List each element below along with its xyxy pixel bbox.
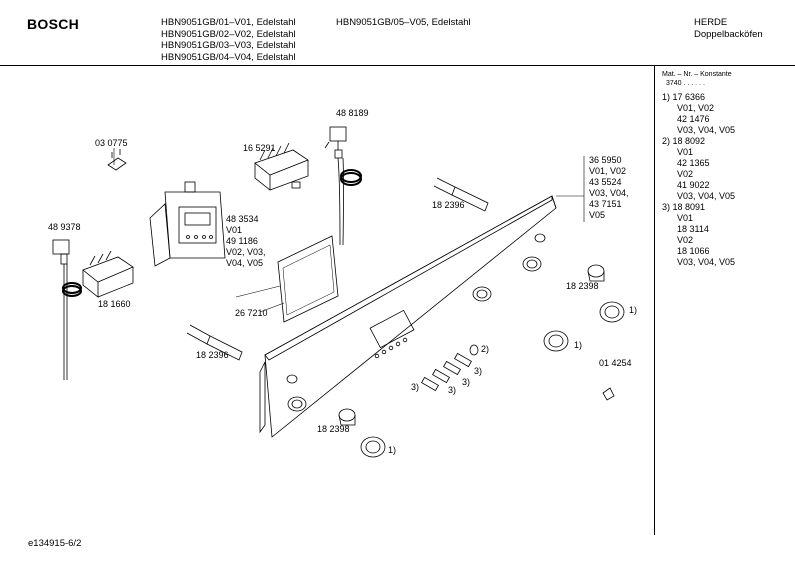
ref-note-2: 2) [481,344,490,354]
model-list-col2: HBN9051GB/05–V05, Edelstahl [336,17,471,29]
label-line: V02, V03, [226,247,266,257]
category: HERDE [694,17,728,28]
label-line: V05 [589,210,606,220]
list-item: V01 [677,213,694,223]
brand-logo: BOSCH [27,16,80,32]
part-48-8189 [324,126,362,246]
ref-note-1: 1) [574,340,583,350]
ref-note-3: 3) [448,385,457,395]
list-item: V03, V04, V05 [677,191,736,201]
model-list-col1: HBN9051GB/01–V01, Edelstahl HBN9051GB/02… [161,17,296,63]
ref-note-3: 3) [474,366,483,376]
label-16-5291: 16 5291 [243,143,276,153]
label-line: 36 5950 [589,155,622,165]
label-line: V01, V02 [589,166,627,176]
ref-note-3: 3) [411,382,420,392]
part-03-0775 [107,149,127,171]
list-item: V02 [677,169,694,179]
sidebar-parts-list: 1) 17 6366 V01, V02 42 1476 V03, V04, V0… [662,92,735,268]
ref-note-3: 3) [462,377,471,387]
part-18-2398-top [587,264,605,282]
part-01-4254 [602,387,615,401]
label-line: V01 [226,225,243,235]
label-03-0775: 03 0775 [95,138,128,148]
label-line: 43 5524 [589,177,622,187]
model-line: HBN9051GB/05–V05, Edelstahl [336,17,471,28]
list-item: 1) 17 6366 [662,92,706,102]
label-36-5950-group: 36 5950 V01, V02 43 5524 V03, V04, 43 71… [589,155,629,221]
sidebar-heading-sub: 3740 . . . . . . [666,80,705,87]
label-line: 43 7151 [589,199,622,209]
list-item: 18 1066 [677,246,710,256]
label-line: 48 3534 [226,214,259,224]
part-18-2396-left [186,324,243,361]
label-48-9378: 48 9378 [48,222,81,232]
part-16-5291 [254,142,309,191]
list-item: 42 1365 [677,158,710,168]
label-18-2396-left: 18 2396 [196,350,229,360]
knob-center [543,330,569,352]
label-01-4254: 01 4254 [599,358,632,368]
part-48-9378 [52,239,82,380]
part-18-2396-right [433,177,489,212]
label-48-8189: 48 8189 [336,108,369,118]
model-line: HBN9051GB/01–V01, Edelstahl [161,17,296,28]
subcategory: Doppelbacköfen [694,28,763,40]
knob-bottom [360,436,386,458]
part-26-7210 [277,235,339,323]
ref-note-1: 1) [629,305,638,315]
label-18-1660: 18 1660 [98,299,131,309]
ref-note-1: 1) [388,445,397,455]
control-panel [259,195,557,438]
document-code: e134915-6/2 [28,538,82,549]
label-26-7210: 26 7210 [235,308,268,318]
header-divider [0,65,795,66]
push-buttons [421,344,479,392]
knob-right [599,301,625,323]
sidebar-heading: Mat. – Nr. – Konstante [662,71,732,78]
exploded-view-drawing [52,126,625,458]
part-18-1660 [82,250,134,298]
list-item: V03, V04, V05 [677,257,736,267]
label-line: V03, V04, [589,188,629,198]
part-18-2398-bottom [338,408,356,426]
category-block: HERDE Doppelbacköfen [694,17,763,40]
list-item: 3) 18 8091 [662,202,706,212]
list-item: V02 [677,235,694,245]
label-line: V04, V05 [226,258,264,268]
list-item: V03, V04, V05 [677,125,736,135]
label-18-2398-bottom: 18 2398 [317,424,350,434]
sidebar-divider [654,65,655,535]
list-item: V01 [677,147,694,157]
list-item: 2) 18 8092 [662,136,706,146]
model-line: HBN9051GB/03–V03, Edelstahl [161,40,296,51]
label-18-2398-top: 18 2398 [566,281,599,291]
model-line: HBN9051GB/04–V04, Edelstahl [161,51,296,63]
model-line: HBN9051GB/02–V02, Edelstahl [161,28,296,40]
list-item: 18 3114 [677,224,709,234]
part-48-3534 [149,181,226,267]
list-item: V01, V02 [677,103,715,113]
label-18-2396-right: 18 2396 [432,200,465,210]
list-item: 42 1476 [677,114,710,124]
label-line: 49 1186 [226,236,258,246]
list-item: 41 9022 [677,180,710,190]
leader-lines [113,148,585,313]
label-48-3534-group: 48 3534 V01 49 1186 V02, V03, V04, V05 [226,214,266,269]
